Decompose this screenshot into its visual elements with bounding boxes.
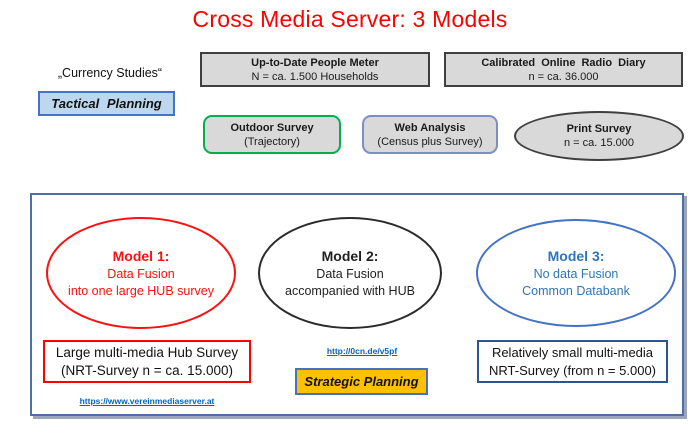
print-survey-ellipse: Print Survey n = ca. 15.000 (514, 111, 684, 161)
model-1-heading: Model 1: (112, 247, 170, 264)
hub-survey-box: Large multi-media Hub Survey (NRT-Survey… (43, 340, 251, 383)
model-2-heading: Model 2: (321, 247, 379, 264)
radio-diary-box: Calibrated Online Radio Diary n = ca. 36… (444, 52, 683, 87)
nrt-survey-box: Relatively small multi-media NRT-Survey … (477, 340, 668, 383)
web-analysis-subtitle: (Census plus Survey) (377, 135, 483, 148)
currency-studies-label: „Currency Studies“ (57, 66, 163, 80)
radio-diary-title: Calibrated Online Radio Diary (481, 56, 646, 69)
outdoor-survey-box: Outdoor Survey (Trajectory) (203, 115, 341, 154)
outdoor-survey-title: Outdoor Survey (230, 121, 314, 134)
hub-survey-line1: Large multi-media Hub Survey (55, 344, 239, 360)
radio-diary-sample: n = ca. 36.000 (528, 70, 599, 83)
model-1-line2: into one large HUB survey (68, 283, 214, 298)
people-meter-title: Up-to-Date People Meter (251, 56, 379, 69)
web-analysis-box: Web Analysis (Census plus Survey) (362, 115, 498, 154)
print-survey-title: Print Survey (566, 123, 632, 135)
model-3-line2: Common Databank (522, 283, 630, 298)
model-2-ellipse: Model 2: Data Fusion accompanied with HU… (258, 217, 442, 329)
vereinmediaserver-link[interactable]: https://www.vereinmediaserver.at (79, 396, 215, 406)
hub-survey-line2: (NRT-Survey n = ca. 15.000) (61, 362, 233, 378)
model-1-ellipse: Model 1: Data Fusion into one large HUB … (46, 217, 236, 329)
model-3-heading: Model 3: (547, 247, 605, 264)
web-analysis-title: Web Analysis (394, 121, 466, 134)
models-container: Model 1: Data Fusion into one large HUB … (30, 193, 684, 416)
model-1-line1: Data Fusion (107, 266, 175, 281)
people-meter-box: Up-to-Date People Meter N = ca. 1.500 Ho… (200, 52, 430, 87)
model-3-ellipse: Model 3: No data Fusion Common Databank (476, 219, 676, 327)
tactical-planning-box: Tactical Planning (38, 91, 175, 116)
print-survey-sample: n = ca. 15.000 (563, 137, 635, 149)
nrt-survey-line1: Relatively small multi-media (491, 344, 654, 360)
model-2-line1: Data Fusion (316, 266, 384, 281)
nrt-survey-line2: NRT-Survey (from n = 5.000) (488, 362, 656, 378)
outdoor-survey-subtitle: (Trajectory) (244, 135, 300, 148)
model-3-line1: No data Fusion (533, 266, 619, 281)
people-meter-sample: N = ca. 1.500 Households (251, 70, 379, 83)
model-2-line2: accompanied with HUB (285, 283, 415, 298)
shortener-link[interactable]: http://0cn.de/v5pf (326, 346, 398, 356)
strategic-planning-box: Strategic Planning (295, 368, 428, 395)
page-title: Cross Media Server: 3 Models (192, 6, 508, 32)
